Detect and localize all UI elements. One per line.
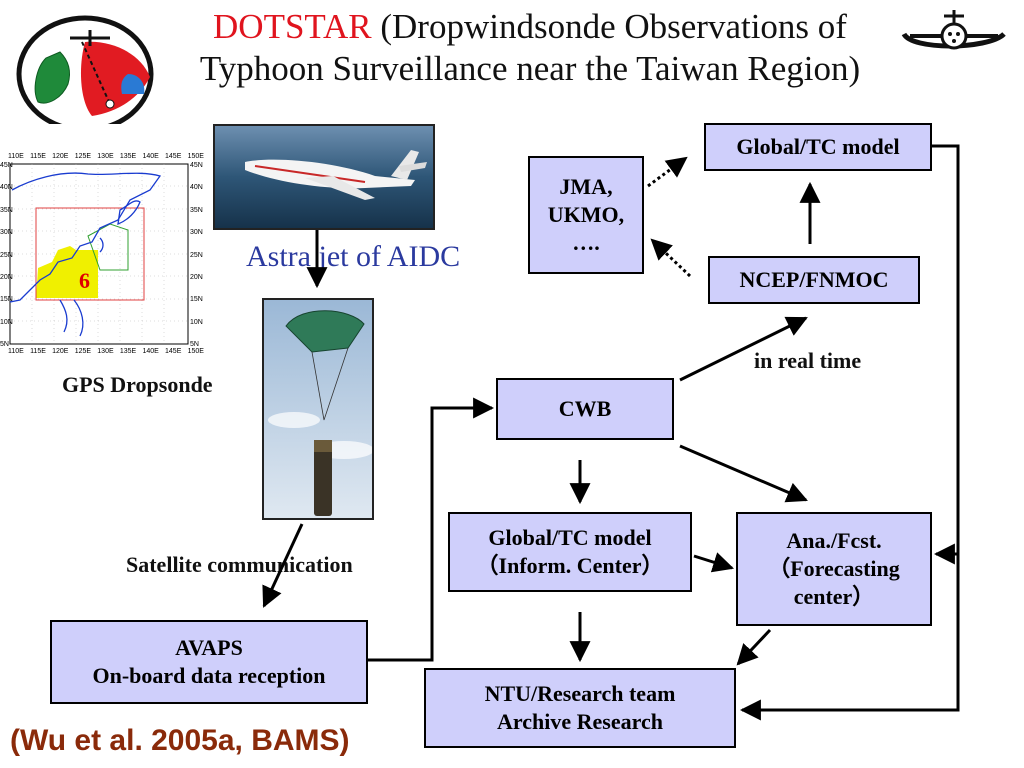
ncep-fnmoc-label: NCEP/FNMOC [739,267,889,292]
arrow-avaps-to-cwb [368,397,495,662]
avaps-line2: On-board data reception [92,663,326,688]
map-tick: 10N [190,318,203,326]
arrow-global-to-ntu [739,144,960,721]
map-tick: 115E [30,348,46,355]
map-tick: 20N [0,273,13,281]
ntu-line2: Archive Research [497,709,663,734]
citation: (Wu et al. 2005a, BAMS) [10,724,350,757]
cwb-label: CWB [558,396,612,421]
map-tick: 45N [0,162,13,169]
dropsonde-photo [262,298,374,520]
aircraft-icon [901,10,1006,50]
map-tick: 15N [0,296,13,304]
map-tick: 140E [142,153,159,160]
map-tick: 5N [0,341,9,348]
cwb-box: CWB [496,378,674,440]
map-tick: 5N [190,341,199,348]
map-tick: 120E [52,153,69,160]
map-tick: 150E [187,348,204,355]
map-tick: 35N [190,206,203,214]
page-title: DOTSTAR (Dropwindsonde Observations of T… [170,6,890,90]
jma-ukmo-box: JMA, UKMO, …. [528,156,644,274]
arrow-cwb-to-ana [679,444,808,503]
map-tick: 130E [97,348,114,355]
map-tick: 45N [190,162,203,169]
arrow-sonde-to-avaps [262,523,304,608]
map-tick: 140E [142,348,159,355]
typhoon-symbol: 6 [79,268,90,293]
gps-dropsonde-label: GPS Dropsonde [62,372,213,397]
map-tick: 15N [190,296,203,304]
map-tick: 35N [0,206,13,214]
map-tick: 10N [0,318,13,326]
real-time-label: in real time [754,348,862,373]
title-line2: Typhoon Surveillance near the Taiwan Reg… [199,49,861,88]
ntu-research-box: NTU/Research team Archive Research [424,668,736,748]
map-tick: 20N [190,273,203,281]
astra-jet-label: Astra jet of AIDC [246,240,461,273]
global-tc-inform-line2: （Inform. Center） [476,553,664,578]
arrow-jma-to-global [647,156,688,188]
avaps-box: AVAPS On-board data reception [50,620,368,704]
ncep-fnmoc-box: NCEP/FNMOC [708,256,920,304]
map-tick: 25N [0,251,13,259]
map-tick: 125E [74,153,92,160]
map-tick: 145E [165,348,182,355]
arrow-ana-to-ntu [736,628,772,666]
arrow-cwb-to-ncep [679,316,808,382]
title-line1: (Dropwindsonde Observations of [371,7,847,46]
ana-fcst-box: Ana./Fcst. （Forecasting center） [736,512,932,626]
map-top-ticks: 110E 115E 120E 125E 130E 135E 140E 145E 150E [8,153,204,160]
global-tc-model-box: Global/TC model [704,123,932,171]
ana-fcst-line2: （Forecasting [768,556,900,581]
map-tick: 110E [8,348,24,355]
astra-jet-photo [213,124,435,230]
map-tick: 145E [165,153,182,160]
map-tick: 135E [119,153,137,160]
map-tick: 130E [97,153,114,160]
jma-line: JMA, [559,174,613,199]
ukmo-line: UKMO, [547,202,625,227]
ntu-line1: NTU/Research team [484,681,676,706]
ana-fcst-line3: center） [793,584,875,609]
arrow-ncep-to-jma [650,238,692,278]
map-tick: 40N [0,184,13,192]
map-tick: 40N [190,184,203,192]
map-tick: 150E [187,153,204,160]
global-tc-inform-line1: Global/TC model [488,525,652,550]
ana-fcst-line1: Ana./Fcst. [786,528,882,553]
ellipsis-line: …. [572,230,600,255]
map-tick: 135E [119,348,137,355]
global-tc-inform-center-box: Global/TC model （Inform. Center） [448,512,692,592]
map-tick: 25N [190,251,203,259]
map-tick: 120E [52,348,69,355]
satellite-communication-label: Satellite communication [126,552,353,577]
map-tick: 125E [74,348,92,355]
map-bottom-ticks: 110E 115E 120E 125E 130E 135E 140E 145E 150E [8,348,204,355]
western-pacific-map: 6 110E 115E 120E 125E 130E 135E 140E 145E 150E 1… [0,150,208,360]
map-right-ticks: 45N 40N 35N 30N 25N 20N 15N 10N 5N [190,162,203,348]
map-tick: 110E [8,153,24,160]
global-tc-model-label: Global/TC model [736,134,900,159]
map-tick: 30N [190,229,203,237]
map-tick: 30N [0,229,13,237]
title-accent: DOTSTAR [213,7,372,46]
map-tick: 115E [30,153,46,160]
dotstar-logo [16,15,154,124]
arrow-global-inform-to-ana [693,552,735,573]
map-left-ticks: 45N 40N 35N 30N 25N 20N 15N 10N 5N [0,162,13,348]
avaps-line1: AVAPS [175,635,243,660]
